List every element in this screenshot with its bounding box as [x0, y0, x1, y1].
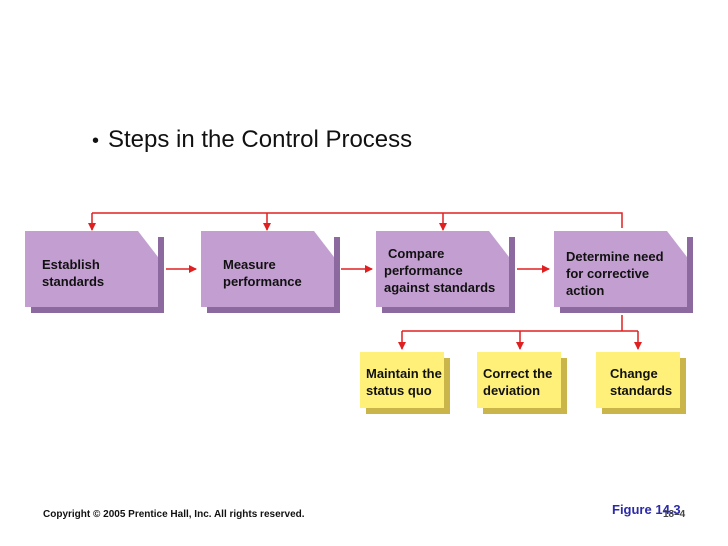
- outcome-label: Maintain the status quo: [366, 365, 442, 399]
- page-fold: [314, 231, 334, 257]
- page-fold: [138, 231, 158, 257]
- step-determine-corrective-action: 4 Determine need for corrective action: [554, 231, 687, 307]
- step-measure-performance: 2 Measure performance: [201, 231, 334, 307]
- step-label: Compare performance against standards: [384, 245, 495, 296]
- outcome-label: Correct the deviation: [483, 365, 552, 399]
- outcome-label-line: deviation: [483, 383, 541, 398]
- step-establish-standards: 1 Establish standards: [25, 231, 158, 307]
- step-label-line: Measure: [223, 257, 276, 272]
- step-label-line: Determine need: [566, 249, 664, 264]
- step-label: Measure performance: [223, 256, 302, 290]
- step-number: 3: [498, 233, 505, 247]
- page-fold: [667, 231, 687, 257]
- step-label-line: action: [566, 283, 605, 298]
- step-label: Determine need for corrective action: [566, 248, 664, 299]
- outcome-label-line: status quo: [366, 383, 432, 398]
- slide-title-text: Steps in the Control Process: [108, 126, 413, 153]
- feedback-loop-line: [92, 212, 623, 228]
- copyright-footer: Copyright © 2005 Prentice Hall, Inc. All…: [43, 509, 305, 520]
- bullet-icon: •: [92, 130, 100, 152]
- outcome-maintain-status-quo: Maintain the status quo: [360, 352, 444, 408]
- step-number: 4: [676, 233, 683, 247]
- outcome-label-line: standards: [610, 383, 673, 398]
- step-label-line: Establish: [42, 257, 100, 272]
- step-number: 2: [323, 233, 330, 247]
- outcome-change-standards: Change standards: [596, 352, 680, 408]
- outcome-correct-deviation: Correct the deviation: [477, 352, 561, 408]
- step-label-line: for corrective: [566, 266, 650, 281]
- outcome-label: Change standards: [610, 365, 672, 399]
- step-label-line: against standards: [384, 280, 496, 295]
- outcome-label-line: Correct the: [483, 366, 553, 381]
- outcome-label-line: Maintain the: [366, 366, 442, 381]
- outcome-label-line: Change: [610, 366, 658, 381]
- slide-title: • Steps in the Control Process: [92, 126, 412, 154]
- step-label-line: standards: [42, 274, 105, 289]
- page-number: 18–4: [663, 509, 686, 520]
- step-compare-performance: 3 Compare performance against standards: [376, 231, 509, 307]
- step-label: Establish standards: [42, 256, 104, 290]
- step-label-line: Compare: [388, 246, 445, 261]
- step-label-line: performance: [384, 263, 463, 278]
- page-fold: [489, 231, 509, 257]
- step-label-line: performance: [223, 274, 302, 289]
- step-number: 1: [147, 233, 154, 247]
- figure-label: Figure 14.3: [612, 502, 681, 517]
